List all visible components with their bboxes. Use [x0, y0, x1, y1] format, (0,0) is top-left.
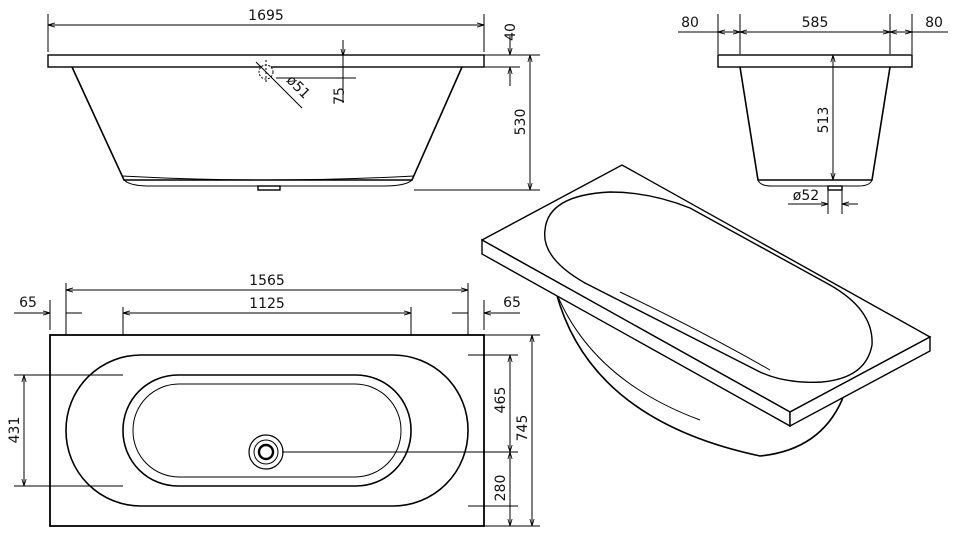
rim-thickness-label: 40	[503, 23, 519, 41]
drain-plan	[248, 434, 284, 470]
end-right-rim-label: 80	[925, 15, 943, 31]
plan-drain-offset-label: 280	[493, 475, 509, 502]
end-inner-width-label: 585	[802, 15, 829, 31]
overall-height-label: 530	[513, 109, 529, 136]
drain-diameter-label: ø52	[793, 188, 819, 204]
tub-inner-opening-plan	[65, 354, 469, 507]
end-depth-label: 513	[816, 107, 832, 134]
plan-view: 1565 1125 65 65 465	[7, 273, 540, 527]
tub-body-end	[739, 66, 891, 181]
overall-length-label: 1695	[248, 8, 284, 24]
plan-bottom-width-label: 431	[7, 417, 23, 444]
plan-inner-length-label: 1565	[249, 273, 285, 289]
plan-right-rim-label: 65	[503, 295, 521, 311]
plan-inner-width-label: 465	[493, 387, 509, 414]
isometric-view	[480, 164, 932, 457]
tub-body-side	[71, 66, 463, 181]
tub-body-iso	[555, 291, 849, 457]
overflow-hole	[255, 60, 303, 109]
end-view: 80 585 80 513 ø52	[678, 14, 948, 214]
tub-rim-end	[717, 54, 913, 68]
tub-outline-plan	[49, 334, 485, 527]
tub-bowl-iso	[544, 191, 873, 383]
overflow-diameter-label: ø51	[283, 72, 313, 102]
plan-overall-width-label: 745	[515, 415, 531, 442]
end-left-rim-label: 80	[681, 15, 699, 31]
side-view: 1695 ø51 75 40 530	[47, 8, 540, 191]
tub-bottom-plan	[122, 374, 412, 487]
plan-left-rim-label: 65	[19, 295, 37, 311]
plan-bottom-length-label: 1125	[249, 296, 285, 312]
drain-outlet-side	[257, 185, 281, 191]
overflow-offset-label: 75	[332, 87, 348, 105]
